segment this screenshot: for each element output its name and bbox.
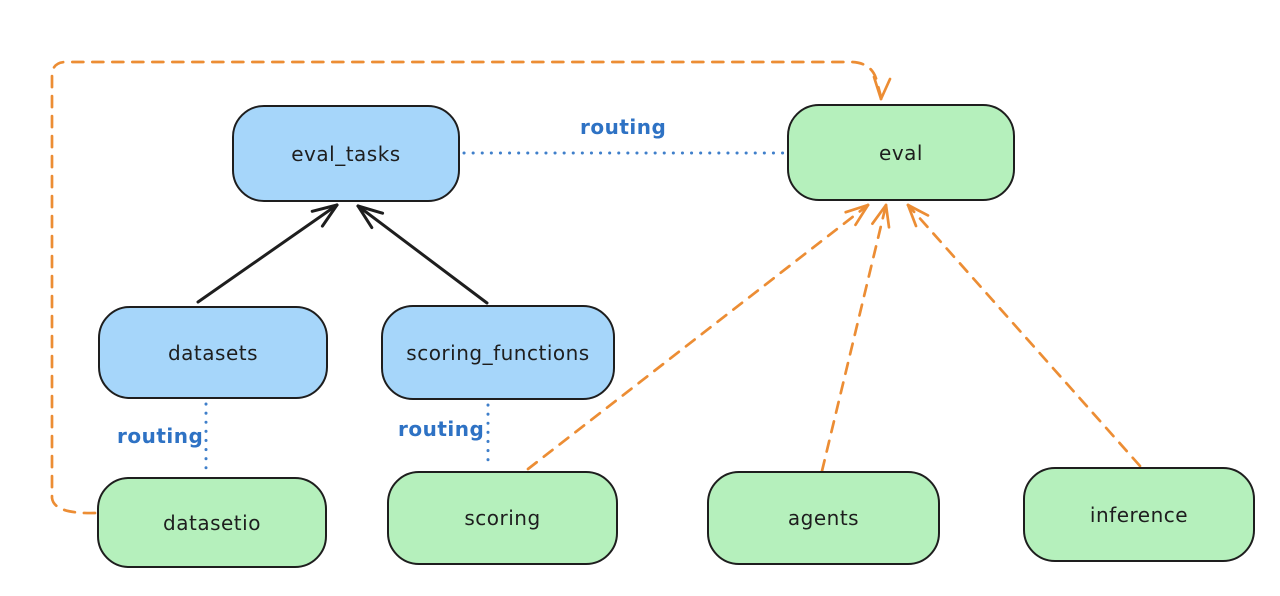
node-datasetio-label: datasetio [163, 510, 261, 535]
edge-inference-to-eval [906, 203, 1142, 468]
edge-scoring-to-eval [526, 203, 870, 471]
node-datasets: datasets [98, 306, 328, 399]
node-inference-label: inference [1089, 502, 1189, 527]
node-scoring-functions-label: scoring_functions [406, 340, 590, 365]
node-inference: inference [1023, 467, 1255, 562]
edge-label-routing-eval-tasks-eval: routing [580, 115, 667, 139]
node-eval: eval [787, 104, 1015, 201]
node-scoring-label: scoring [464, 506, 541, 530]
node-scoring-functions: scoring_functions [381, 305, 615, 400]
node-scoring: scoring [387, 471, 618, 565]
node-eval-tasks: eval_tasks [232, 105, 460, 202]
edge-datasetio-to-eval-loop [50, 60, 892, 515]
edge-datasets-to-eval-tasks [196, 203, 339, 304]
edge-scoring-functions-to-eval-tasks [356, 204, 489, 305]
node-datasetio: datasetio [97, 477, 327, 568]
node-eval-tasks-label: eval_tasks [291, 141, 401, 166]
edge-label-routing-datasets-datasetio: routing [117, 424, 204, 448]
node-agents-label: agents [787, 506, 860, 530]
node-datasets-label: datasets [167, 340, 259, 365]
edge-agents-to-eval [820, 203, 891, 473]
node-agents: agents [707, 471, 940, 565]
edge-label-routing-scoring-functions-scoring: routing [398, 417, 485, 441]
node-eval-label: eval [879, 140, 923, 165]
